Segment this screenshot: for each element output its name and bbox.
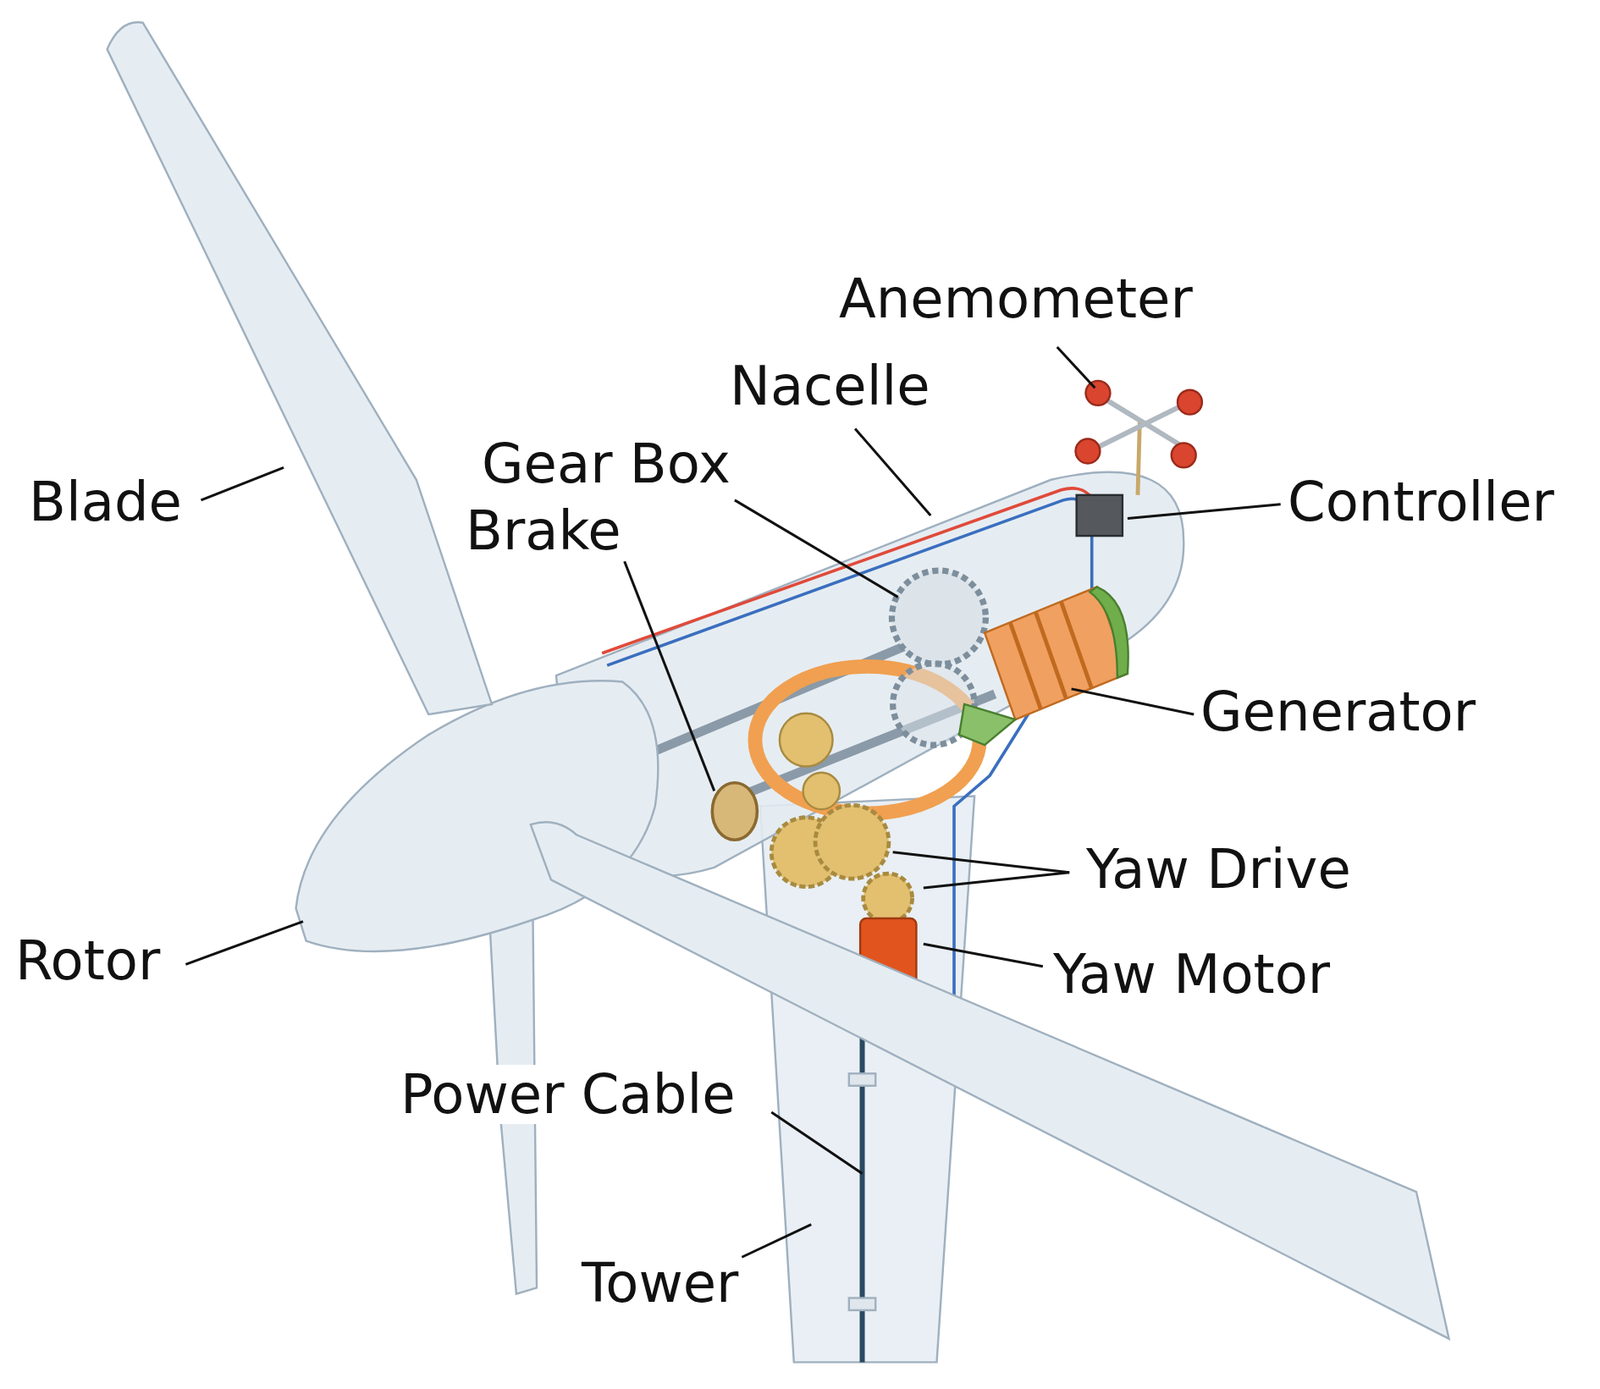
leader-line xyxy=(1057,347,1096,388)
leader-line xyxy=(734,500,899,598)
gear xyxy=(779,713,834,767)
yaw-gear xyxy=(863,873,913,923)
cable-clip xyxy=(849,1073,876,1086)
leader-line xyxy=(893,852,1071,873)
part-label: Controller xyxy=(1284,472,1558,532)
part-label: Anemometer xyxy=(835,269,1197,329)
brake-disc xyxy=(711,783,757,841)
generator-cap xyxy=(1089,586,1128,678)
leader-line xyxy=(741,1224,812,1258)
leader-line xyxy=(1071,689,1195,715)
gear xyxy=(803,772,840,810)
gear-large xyxy=(891,570,986,665)
leader-line xyxy=(1127,504,1281,519)
generator-stripes xyxy=(1009,601,1092,710)
rotor-hub xyxy=(296,680,659,952)
anemometer-cup xyxy=(1171,442,1197,468)
leader-line xyxy=(923,943,1043,967)
part-label: Gear Box xyxy=(478,434,734,494)
generator xyxy=(984,586,1128,720)
leader-line xyxy=(855,429,931,516)
leader-line xyxy=(923,872,1070,889)
blade-upper xyxy=(107,22,492,715)
controller-box xyxy=(1076,495,1123,536)
anemometer-cup xyxy=(1177,390,1203,415)
yaw-gear xyxy=(815,805,889,879)
part-label: Brake xyxy=(462,501,625,561)
cable-clip xyxy=(849,1297,876,1310)
anemometer-cup xyxy=(1086,380,1111,406)
part-label: Tower xyxy=(578,1253,742,1314)
part-label: Rotor xyxy=(11,931,164,991)
part-label: Generator xyxy=(1197,682,1479,742)
part-label: Yaw Drive xyxy=(1082,839,1355,900)
leader-line xyxy=(200,467,284,501)
anemometer-pole xyxy=(1137,420,1140,496)
coupling xyxy=(959,704,1016,745)
leader-line xyxy=(185,921,304,966)
leader-line xyxy=(624,561,715,791)
part-label: Yaw Motor xyxy=(1049,944,1334,1005)
part-label: Blade xyxy=(25,472,186,532)
part-label: Nacelle xyxy=(726,356,934,416)
anemometer-cup xyxy=(1075,439,1100,464)
leader-lines xyxy=(185,347,1280,1258)
part-label: Power Cable xyxy=(397,1064,740,1125)
leader-line xyxy=(771,1112,862,1174)
